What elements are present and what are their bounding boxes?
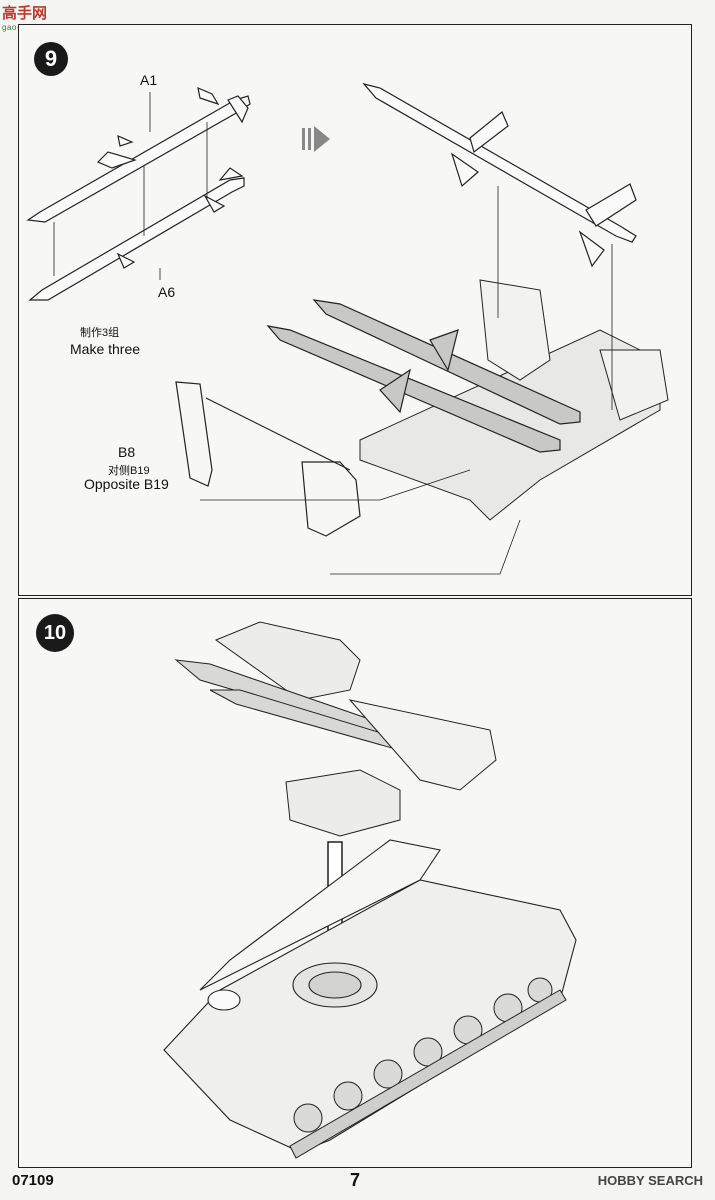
step-9-panel (18, 24, 692, 596)
product-code: 07109 (12, 1172, 54, 1189)
source-logo: HOBBY SEARCH (597, 1173, 703, 1188)
missile-assembled (362, 82, 637, 268)
page-number: 7 (350, 1170, 361, 1190)
label-a6: A6 (158, 284, 176, 300)
step-9-illustration (26, 82, 669, 575)
missile-a6 (28, 177, 245, 301)
opposite-b19-en: Opposite B19 (84, 476, 169, 492)
track-wheels (289, 977, 567, 1159)
step-9-badge: 9 (34, 42, 68, 76)
rail-frames (175, 381, 361, 537)
step-10-badge: 10 (36, 614, 74, 652)
label-a1: A1 (140, 72, 158, 88)
missile-a1 (26, 95, 251, 223)
arrow-right-icon (302, 126, 330, 152)
opposite-b19-cn: 对侧B19 (108, 465, 150, 477)
make-three-cn: 制作3组 (80, 327, 120, 339)
make-three-en: Make three (70, 341, 141, 357)
launcher-missiles (266, 299, 581, 453)
launcher-module (174, 621, 497, 837)
label-b8: B8 (118, 444, 136, 460)
vehicle-hull (163, 839, 577, 1153)
